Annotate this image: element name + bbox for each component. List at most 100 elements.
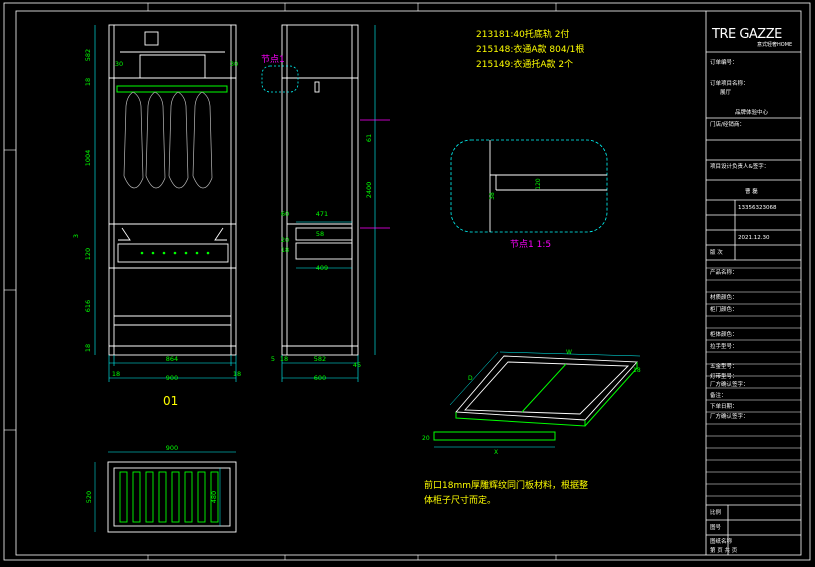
hanging-rail xyxy=(116,85,228,93)
bottom-note-2: 体柜子尺寸而定。 xyxy=(424,494,496,506)
dim-front-top-left: 30 xyxy=(115,60,123,68)
dim-side-45: 45 xyxy=(353,361,361,369)
front-elevation: 582 18 1004 3 120 616 18 864 900 18 18 3… xyxy=(72,24,241,408)
node1-marker xyxy=(261,65,299,93)
bottom-note-1: 前口18mm厚雕辉纹同门板材料，根据整 xyxy=(424,479,588,491)
plan-slat xyxy=(145,471,154,523)
tb-factory-sign: 厂方确认签字： xyxy=(710,380,749,388)
iso-dim-18: 18 xyxy=(633,367,641,374)
tb-center: 品牌体验中心 xyxy=(735,108,769,116)
hanger-garment xyxy=(145,91,166,189)
tb-page: 第 页 共 页 xyxy=(710,546,738,554)
dim-side-60: 60 xyxy=(281,210,289,218)
dim-front-side-right: 18 xyxy=(233,370,241,378)
tb-remark: 备注： xyxy=(710,391,727,399)
dim-side-18b: 18 xyxy=(281,246,289,254)
tb-project-value: 展厅 xyxy=(720,89,732,96)
dim-front-582: 582 xyxy=(84,49,92,61)
plan-view: 900 520 480 xyxy=(85,444,237,533)
tb-handle: 拉手型号： xyxy=(710,342,738,350)
drawer-knob xyxy=(151,251,155,255)
plan-slat xyxy=(132,471,141,523)
tb-product-name: 产品名称： xyxy=(710,268,738,276)
hangers xyxy=(123,91,213,189)
brand-subtitle: 意式轻奢HOME xyxy=(757,41,792,48)
brand-logo: TRE GAZZE xyxy=(711,27,782,42)
tb-scale: 比例 xyxy=(710,508,722,516)
dim-front-side-left: 18 xyxy=(112,370,120,378)
dim-side-471: 471 xyxy=(316,210,328,218)
tb-order-date: 下单日期： xyxy=(710,402,738,410)
dim-front-120: 120 xyxy=(84,248,92,260)
tb-order-no: 订单编号： xyxy=(710,58,738,66)
plan-dim-depth: 520 xyxy=(85,491,93,503)
title-block: TRE GAZZE 意式轻奢HOME 订单编号： 订单项目名称： 展厅 品牌体验… xyxy=(705,11,801,555)
dim-side-5: 5 xyxy=(271,355,275,363)
drawer-knob xyxy=(184,251,188,255)
tb-body-color: 柜体颜色： xyxy=(710,330,738,338)
dim-front-18: 18 xyxy=(84,78,92,86)
dim-side-409: 409 xyxy=(316,264,328,272)
dim-front-3: 3 xyxy=(72,234,80,238)
dim-front-total: 900 xyxy=(166,374,178,382)
node1-detail: 120 38 节点1 1:5 xyxy=(450,139,608,250)
tb-light: 灯带型号： xyxy=(710,372,738,380)
dim-side-58: 58 xyxy=(316,230,324,238)
node1-detail-label: 节点1 1:5 xyxy=(510,239,551,250)
drawer-knob xyxy=(140,251,144,255)
dim-side-18: 18 xyxy=(280,355,288,363)
dim-side-2400: 2400 xyxy=(365,182,373,199)
dim-side-total: 600 xyxy=(314,374,326,382)
plan-slat xyxy=(184,471,193,523)
note-line-1: 213181:40托底轨 2付 xyxy=(476,28,569,40)
side-elevation: 582 600 5 18 45 471 409 58 60 20 18 2400… xyxy=(261,24,390,382)
tb-store: 门店/经销商： xyxy=(710,120,745,128)
plan-slat xyxy=(171,471,180,523)
hanger-garment xyxy=(123,91,144,189)
plan-dim-inner: 480 xyxy=(210,491,218,503)
drawer-knobs xyxy=(140,251,210,255)
dim-front-616: 616 xyxy=(84,300,92,312)
tb-drawing-name: 图纸名称 xyxy=(710,537,733,545)
dim-side-inner: 582 xyxy=(314,355,326,363)
plan-slat xyxy=(158,471,167,523)
plan-slat xyxy=(210,471,219,523)
drawer-knob xyxy=(162,251,166,255)
detail-dim-38: 38 xyxy=(489,192,496,200)
tb-factory-confirm: 厂方确认签字： xyxy=(710,412,749,420)
note-line-3: 215149:衣通托A款 2个 xyxy=(476,58,573,70)
dim-front-top-right: 30 xyxy=(230,60,238,68)
tb-material: 材质颜色： xyxy=(710,293,738,301)
hardware-notes: 213181:40托底轨 2付 215148:衣通A款 804/1根 21514… xyxy=(476,28,584,70)
frame-ticks xyxy=(4,3,557,560)
dim-front-inner: 864 xyxy=(166,355,178,363)
plan-dim-width: 900 xyxy=(166,444,178,452)
tb-designer: 项目设计负责人&签字： xyxy=(710,162,769,170)
tb-door-color: 柜门颜色： xyxy=(710,305,738,313)
drawer-knob xyxy=(195,251,199,255)
iso-dim-d: D xyxy=(468,375,473,382)
dim-front-18b: 18 xyxy=(84,344,92,352)
dim-side-20: 20 xyxy=(281,236,289,244)
tb-project: 订单项目名称： xyxy=(710,79,749,87)
detail-dim-120: 120 xyxy=(535,178,542,190)
tb-phone: 13356323068 xyxy=(738,205,777,211)
plan-slat xyxy=(119,471,128,523)
tb-version: 版 次 xyxy=(710,248,723,256)
dim-front-1004: 1004 xyxy=(84,150,92,167)
tb-drawing-no: 图号 xyxy=(710,523,722,531)
hanger-garment xyxy=(168,91,189,189)
view-number: 01 xyxy=(163,394,178,408)
iso-dim-w: W xyxy=(566,349,572,356)
drawer-knob xyxy=(173,251,177,255)
iso-dim-20: 20 xyxy=(422,435,430,442)
tb-hardware: 五金型号： xyxy=(710,362,738,370)
tb-designer-name: 曹 磊 xyxy=(745,187,758,195)
plan-slat xyxy=(197,471,206,523)
iso-tray: W D X 20 18 xyxy=(422,349,641,456)
note-line-2: 215148:衣通A款 804/1根 xyxy=(476,43,584,55)
hanger-garment xyxy=(192,91,213,189)
node1-top-label: 节点1 xyxy=(261,54,285,65)
drawing-frame xyxy=(3,2,811,561)
